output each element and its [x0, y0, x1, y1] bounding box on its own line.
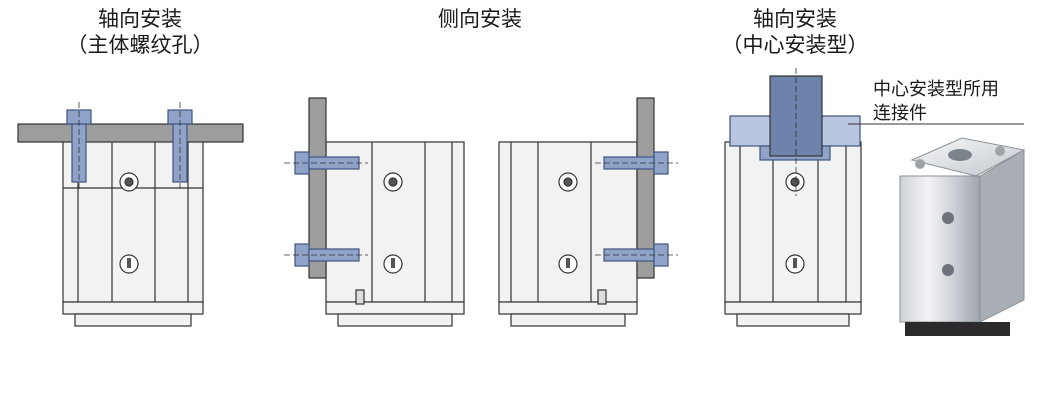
caption-connector-line2: 连接件 [873, 103, 927, 124]
mounting-plate [17, 123, 244, 143]
side-bolt-upper [595, 151, 678, 175]
caption-axial-line1: 轴向安装 [98, 7, 182, 31]
caption-axial-line2: （主体螺纹孔） [66, 33, 214, 57]
cylinder-body [724, 141, 862, 327]
caption-center-line2: （中心安装型） [721, 33, 869, 57]
side-bolt-lower [595, 243, 678, 267]
side-mount-right-drawing [498, 97, 678, 327]
center-mount-drawing [724, 68, 1024, 327]
side-bolt-upper [284, 151, 368, 175]
cylinder-photo [899, 137, 1026, 336]
side-bolt-lower [284, 243, 368, 267]
cylinder-body [498, 141, 638, 327]
caption-center-line1: 轴向安装 [753, 7, 837, 31]
caption-connector-line1: 中心安装型所用 [873, 79, 999, 100]
caption-side-mount: 侧向安装 [380, 6, 580, 32]
cylinder-body [325, 141, 465, 327]
caption-center-mount: 轴向安装 （中心安装型） [695, 6, 895, 58]
caption-side-line1: 侧向安装 [438, 7, 522, 31]
caption-connector: 中心安装型所用 连接件 [873, 78, 999, 126]
mounting-bolt-right [167, 102, 193, 190]
axial-mount-drawing [17, 102, 244, 327]
side-mount-left-drawing [284, 97, 465, 327]
side-plate [308, 97, 327, 279]
mounting-bolt-left [66, 102, 92, 190]
side-plate [636, 97, 655, 279]
caption-axial-mount: 轴向安装 （主体螺纹孔） [40, 6, 240, 58]
